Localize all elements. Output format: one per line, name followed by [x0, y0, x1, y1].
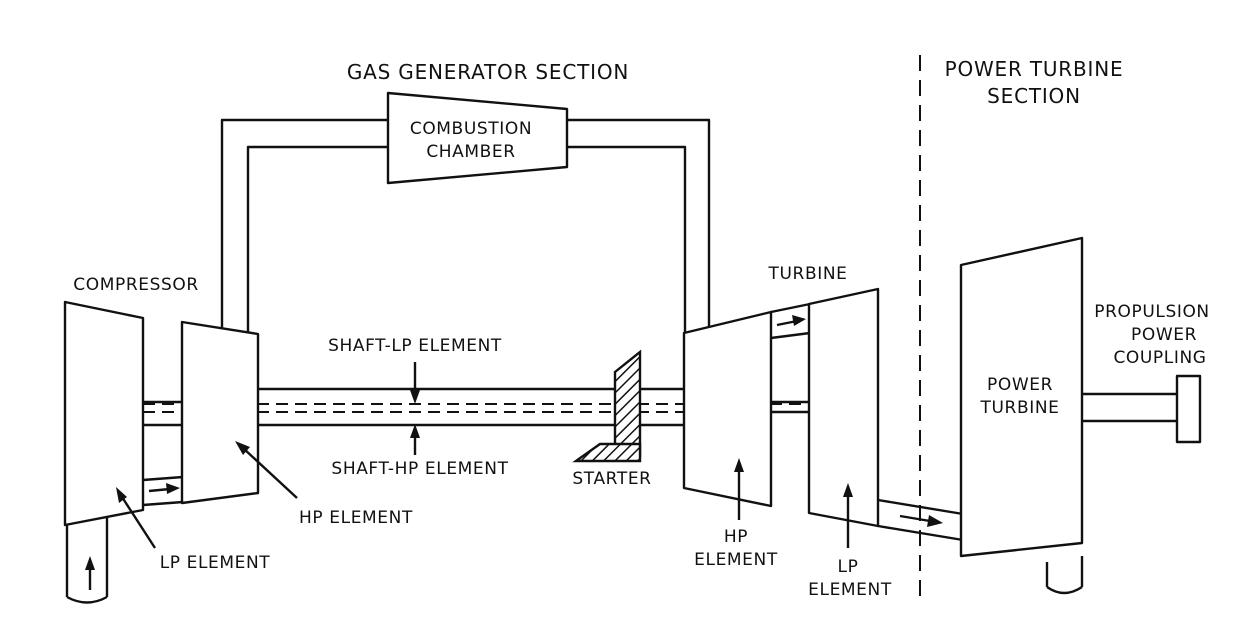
turbine-lp-element: [807, 287, 880, 528]
propulsion-label-line2: POWER: [1131, 325, 1197, 345]
power-turbine-section-title-line2: SECTION: [987, 84, 1081, 108]
turbine-label: TURBINE: [768, 264, 848, 284]
inlet-pipe: [65, 515, 109, 604]
turbine-hp-element: [682, 310, 773, 508]
turbine-lp-label-line2: ELEMENT: [808, 580, 892, 600]
propulsion-label-line1: PROPULSION: [1094, 302, 1210, 322]
shaft-lp-label: SHAFT-LP ELEMENT: [328, 336, 502, 356]
exhaust-pipe: [1045, 556, 1084, 595]
compressor-lp-element: [63, 300, 145, 527]
gas-generator-section-title: GAS GENERATOR SECTION: [347, 60, 629, 84]
compressor-label: COMPRESSOR: [73, 275, 199, 295]
starter-label: STARTER: [572, 469, 651, 489]
power-turbine-label-line2: TURBINE: [980, 398, 1060, 418]
propulsion-label-line3: COUPLING: [1113, 348, 1206, 368]
power-turbine-section-title-line1: POWER TURBINE: [945, 57, 1124, 81]
combustion-ducts: [220, 118, 711, 334]
compressor-interstage-duct: [142, 475, 184, 507]
power-turbine: [959, 236, 1084, 558]
shaft-lp-pointer: [410, 362, 420, 404]
combustion-chamber: [386, 91, 569, 185]
compressor-hp-label: HP ELEMENT: [299, 508, 413, 528]
propulsion-power-coupling: [1082, 374, 1202, 444]
turbine-lp-label-line1: LP: [838, 557, 859, 577]
compressor-lp-pointer: [116, 487, 157, 549]
compressor-lp-label: LP ELEMENT: [160, 553, 271, 573]
power-turbine-label-line1: POWER: [987, 375, 1053, 395]
turbine-hp-pointer: [734, 458, 744, 520]
power-turbine-inlet-duct: [877, 498, 964, 542]
shaft-hp-label: SHAFT-HP ELEMENT: [331, 459, 508, 479]
turbine-hp-label-line1: HP: [724, 527, 748, 547]
compressor-hp-element: [180, 320, 260, 505]
combustion-chamber-label-line2: CHAMBER: [426, 142, 515, 162]
turbine-interstage-duct: [770, 302, 811, 340]
combustion-chamber-label-line1: COMBUSTION: [410, 119, 532, 139]
turbine-hp-label-line2: ELEMENT: [694, 550, 778, 570]
shaft-hp-pointer: [410, 424, 420, 455]
compressor-hp-pointer: [235, 441, 298, 499]
starter: [572, 349, 642, 463]
turbine-lp-pointer: [843, 483, 853, 548]
